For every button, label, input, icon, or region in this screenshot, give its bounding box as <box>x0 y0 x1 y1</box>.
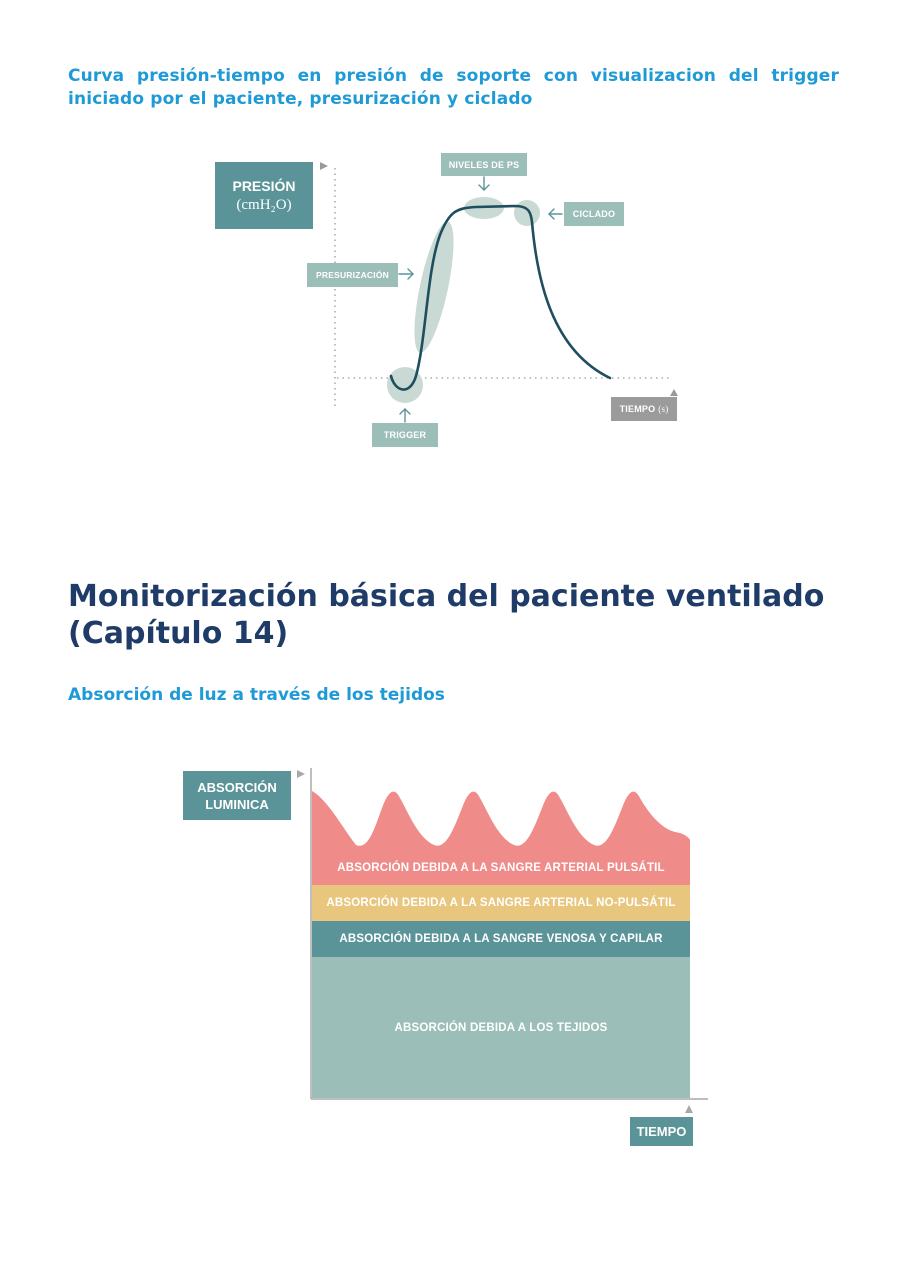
x-axis-label-tiempo: TIEMPO (s) <box>611 397 677 421</box>
abs-y-axis-arrow-icon <box>297 770 305 778</box>
figure-caption-pressure-time: Curva presión-tiempo en presión de sopor… <box>68 65 839 111</box>
y-axis-label-presion: PRESIÓN (cmH₂O) <box>215 162 313 229</box>
caption-line-2: iniciado por el paciente, presurización … <box>68 89 533 109</box>
presion-label: PRESIÓN <box>232 177 296 194</box>
absorption-diagram <box>297 768 708 1113</box>
presurizacion-arrow-icon <box>398 268 414 280</box>
band-tissues <box>312 957 690 1098</box>
band-arterial-pulsatile <box>312 791 690 885</box>
label-niveles-ps: NIVELES DE PS <box>441 153 527 176</box>
cycling-highlight <box>514 200 540 226</box>
abs-x-axis-arrow-icon <box>685 1105 693 1113</box>
presion-unit: (cmH₂O) <box>236 196 292 213</box>
section-title-line-1: Monitorización básica del paciente venti… <box>68 579 825 614</box>
presurization-highlight <box>414 221 454 353</box>
band-label-arterial-nonpulsatile: ABSORCIÓN DEBIDA A LA SANGRE ARTERIAL NO… <box>326 897 676 909</box>
band-arterial-nonpulsatile <box>312 885 690 921</box>
niveles-arrow-icon <box>478 176 490 191</box>
band-label-tissues: ABSORCIÓN DEBIDA A LOS TEJIDOS <box>394 1021 608 1034</box>
trigger-highlight <box>387 367 423 403</box>
label-trigger: TRIGGER <box>372 423 438 447</box>
absorcion-label-line-1: ABSORCIÓN <box>197 779 277 795</box>
pressure-curve <box>389 204 612 391</box>
ciclado-arrow-icon <box>548 208 563 220</box>
y-axis-arrow-icon <box>320 162 328 170</box>
tiempo-label: TIEMPO <box>619 404 656 414</box>
label-ciclado: CICLADO <box>564 202 624 226</box>
band-venous <box>312 921 690 957</box>
tiempo-unit: (s) <box>658 404 669 414</box>
caption-line-1: Curva presión-tiempo en presión de sopor… <box>68 66 839 86</box>
trigger-arrow-icon <box>399 408 411 423</box>
y-axis-label-absorcion: ABSORCIÓN LUMINICA <box>183 771 291 820</box>
band-label-venous: ABSORCIÓN DEBIDA A LA SANGRE VENOSA Y CA… <box>339 933 663 945</box>
section-subtitle: Absorción de luz a través de los tejidos <box>68 685 445 705</box>
section-title-line-2: (Capítulo 14) <box>68 616 289 651</box>
absorcion-label-line-2: LUMINICA <box>205 796 269 812</box>
band-label-arterial-pulsatile: ABSORCIÓN DEBIDA A LA SANGRE ARTERIAL PU… <box>337 861 665 874</box>
x-axis-arrow-icon <box>670 389 678 396</box>
label-presurizacion: PRESURIZACIÓN <box>307 263 398 287</box>
x-axis-label-tiempo-2: TIEMPO <box>630 1117 693 1146</box>
section-title: Monitorización básica del paciente venti… <box>68 578 868 652</box>
